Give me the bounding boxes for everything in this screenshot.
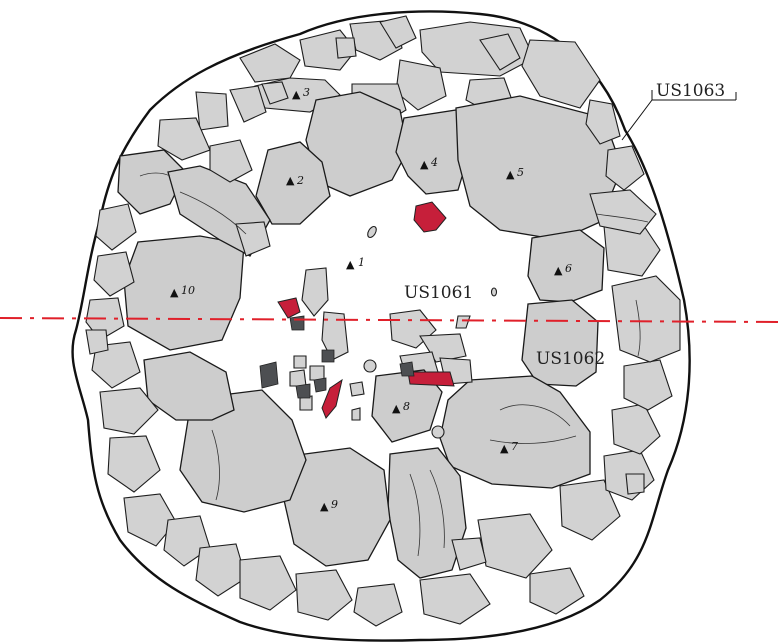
find-marker-5: ▲ 5 xyxy=(506,166,524,181)
fill-fragments-us1061 xyxy=(259,201,498,443)
find-number: 3 xyxy=(303,86,310,99)
find-marker-4: ▲ 4 xyxy=(420,156,438,171)
label-us1062: US1062 xyxy=(536,349,605,369)
find-marker-3: ▲ 3 xyxy=(292,86,310,101)
find-triangle: ▲ xyxy=(346,258,355,271)
find-triangle: ▲ xyxy=(392,402,401,415)
stone-lining-us1062 xyxy=(85,15,681,627)
find-triangle: ▲ xyxy=(170,286,179,299)
find-marker-1: ▲ 1 xyxy=(346,256,365,271)
find-triangle: ▲ xyxy=(554,264,563,277)
find-number: 5 xyxy=(517,166,524,179)
find-marker-2: ▲ 2 xyxy=(286,174,304,187)
find-number: 10 xyxy=(181,284,195,297)
find-number: 8 xyxy=(403,400,410,413)
label-us1063: US1063 xyxy=(656,81,725,101)
find-triangle: ▲ xyxy=(500,442,509,455)
us1063-leader xyxy=(621,90,737,141)
find-triangle: ▲ xyxy=(292,88,301,101)
find-number: 2 xyxy=(296,174,304,187)
find-marker-9: ▲ 9 xyxy=(320,498,338,513)
brick-fragment xyxy=(413,201,447,233)
find-triangle: ▲ xyxy=(506,168,515,181)
find-triangle: ▲ xyxy=(420,158,429,171)
find-number: 7 xyxy=(511,440,518,453)
find-marker-10: ▲ 10 xyxy=(170,284,195,299)
brick-fragment xyxy=(277,297,301,319)
find-triangle: ▲ xyxy=(286,174,295,187)
find-number: 9 xyxy=(331,498,338,511)
find-number: 6 xyxy=(565,262,572,275)
stone-texture-lines xyxy=(139,172,649,557)
brick-fragment xyxy=(407,371,455,387)
section-line xyxy=(0,317,778,323)
find-marker-8: ▲ 8 xyxy=(392,400,410,415)
find-marker-6: ▲ 6 xyxy=(554,262,572,277)
find-marker-7: ▲ 7 xyxy=(500,440,518,455)
find-number: 4 xyxy=(430,156,438,169)
find-triangle: ▲ xyxy=(320,500,329,513)
find-number: 1 xyxy=(358,256,365,269)
label-us1061: US1061 xyxy=(404,283,473,303)
brick-fragment xyxy=(321,378,343,419)
